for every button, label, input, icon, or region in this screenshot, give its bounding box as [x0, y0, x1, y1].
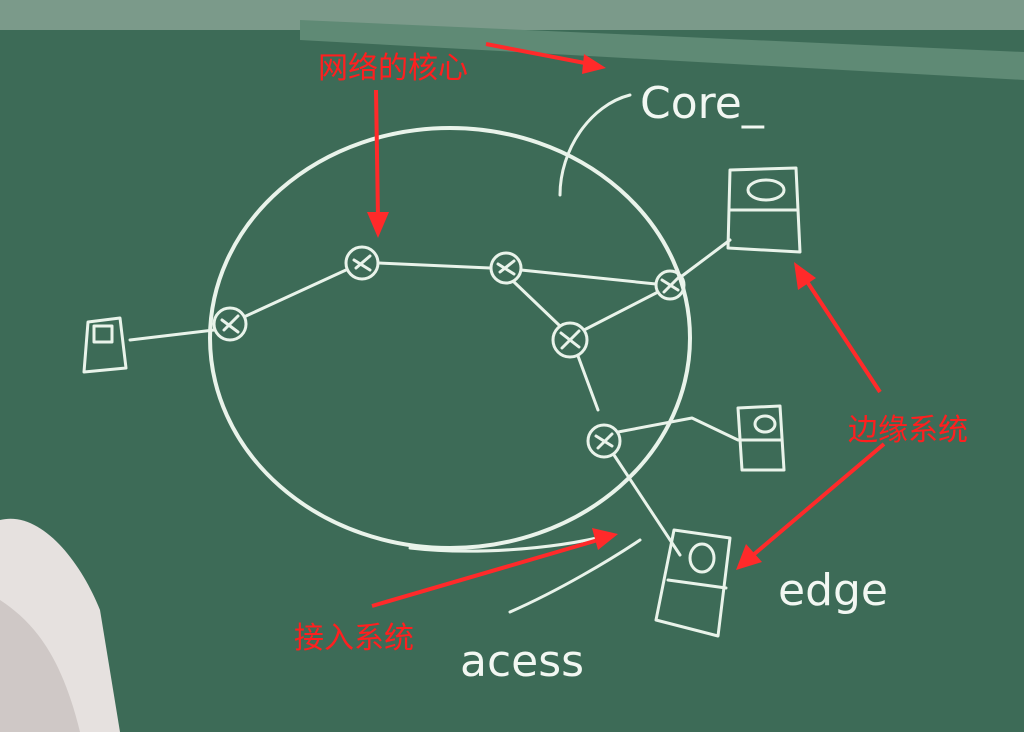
- link-line: [128, 328, 216, 342]
- arrow-to-core-router: [374, 89, 380, 219]
- host-computer-icon: [82, 316, 128, 374]
- arrow-to-access: [371, 538, 599, 608]
- board-edge-highlight: [300, 20, 1024, 80]
- network-core-circle: [208, 126, 692, 550]
- host-computer-icon: [726, 166, 802, 254]
- arrow-head: [794, 262, 816, 290]
- arrow-head: [592, 528, 618, 550]
- arrow-to-core-word: [485, 42, 591, 66]
- label-network-core: 网络的核心: [318, 51, 468, 86]
- arrow-to-edge-host-bottom: [750, 442, 886, 558]
- arrow-to-edge-host-top: [804, 278, 882, 394]
- router-icon: [551, 321, 589, 359]
- link-line: [244, 268, 348, 318]
- host-computer-icon: [736, 404, 786, 472]
- arrow-head: [582, 54, 606, 74]
- lecturer-shirt-shadow: [0, 600, 80, 732]
- link-line: [576, 354, 600, 412]
- link-line: [376, 261, 492, 270]
- router-icon: [654, 269, 686, 301]
- label-access-systems: 接入系统: [294, 621, 414, 656]
- link-line: [519, 268, 658, 286]
- arrow-head: [367, 212, 389, 238]
- router-icon: [212, 306, 248, 342]
- link-line: [616, 416, 740, 442]
- core-label-arc: [558, 93, 632, 197]
- arrow-head: [736, 544, 762, 570]
- chalk-word-edge: edge: [778, 565, 888, 616]
- access-link-arc: [408, 533, 612, 553]
- access-label-line: [508, 538, 642, 614]
- link-line: [680, 238, 732, 278]
- link-line: [612, 453, 682, 557]
- router-icon: [344, 245, 380, 281]
- chalk-word-core: Core_: [640, 78, 765, 129]
- chalk-word-access: acess: [460, 636, 584, 687]
- host-computer-icon: [654, 528, 732, 638]
- board-top-strip: [0, 0, 1024, 30]
- link-line: [512, 280, 562, 328]
- link-line: [582, 290, 660, 332]
- router-icon: [489, 251, 523, 285]
- label-edge-systems: 边缘系统: [848, 413, 968, 448]
- router-icon: [586, 423, 622, 459]
